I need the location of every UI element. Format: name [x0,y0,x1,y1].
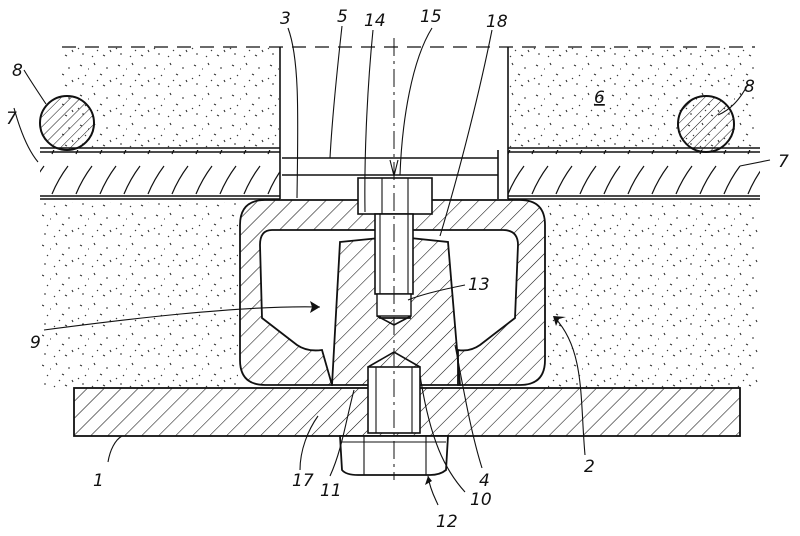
rebar-right [677,95,735,153]
insulation-strip-right [508,147,760,200]
label-9: 9 [30,333,41,353]
label-14: 14 [364,11,386,31]
lower-bolt [339,351,449,476]
label-13: 13 [468,275,490,295]
label-7-left: 7 [6,109,17,129]
insulation-strip-left [40,147,280,200]
label-8-right: 8 [744,77,755,97]
anchor-channel [239,199,546,386]
label-8-left: 8 [12,61,23,81]
concrete-lower-right [548,202,760,388]
label-4: 4 [479,471,490,491]
label-5: 5 [337,7,348,27]
label-7-right: 7 [778,152,789,172]
label-15: 15 [420,7,442,27]
label-3: 3 [280,9,291,29]
concrete-upper-left [62,47,280,148]
label-12: 12 [436,512,458,532]
rebar-left [39,95,95,151]
label-2: 2 [584,457,595,477]
label-1: 1 [93,471,104,491]
label-11: 11 [320,481,342,501]
label-17: 17 [292,471,314,491]
label-18: 18 [486,12,508,32]
concrete-lower-left [42,202,238,388]
label-6: 6 [594,88,605,108]
label-10: 10 [470,490,492,510]
